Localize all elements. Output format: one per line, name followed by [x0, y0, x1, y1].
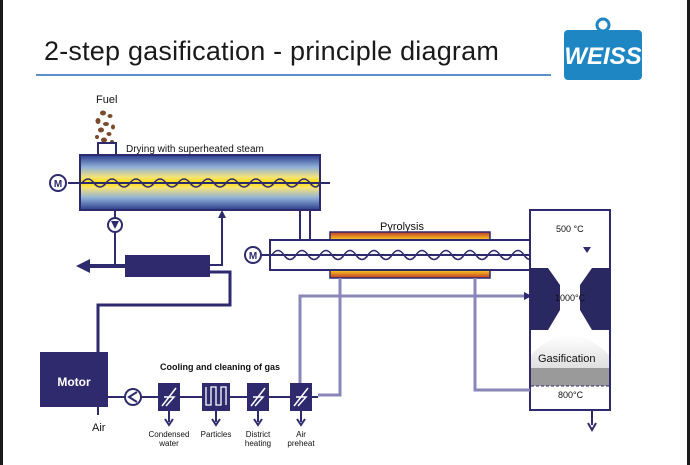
temp-1000: 1000°C	[555, 293, 586, 303]
condensed-water-label-2: water	[158, 439, 179, 448]
gas-lines	[298, 278, 530, 397]
page-title: 2-step gasification - principle diagram	[44, 36, 500, 66]
air-preheat-exchanger	[290, 383, 312, 427]
district-heating-exchanger	[247, 383, 269, 427]
district-heating-label-1: District	[246, 430, 271, 439]
steam-out-arrow	[76, 259, 90, 273]
pyrolysis-motor: M	[244, 246, 262, 264]
cooling-label: Cooling and cleaning of gas	[160, 362, 280, 372]
svg-text:M: M	[54, 179, 62, 190]
drying-motor: M	[49, 174, 67, 192]
cooler-condensed	[158, 383, 180, 427]
temp-500: 500 °C	[556, 224, 584, 234]
air-inject-arrow	[524, 292, 532, 300]
particle-filter	[202, 383, 230, 427]
down-arrow	[583, 247, 591, 253]
right-border	[687, 0, 690, 465]
svg-text:Motor: Motor	[57, 375, 91, 389]
temp-800: 800°C	[558, 390, 584, 400]
condensed-water-label-1: Condensed	[149, 430, 190, 439]
air-label: Air	[92, 422, 106, 434]
fuel-label: Fuel	[96, 94, 117, 106]
drying-screw	[81, 178, 321, 188]
particles-label: Particles	[201, 430, 232, 439]
air-preheat-label-2: preheat	[287, 439, 315, 448]
district-heating-label-2: heating	[245, 439, 271, 448]
motor-box	[40, 352, 108, 407]
drying-label: Drying with superheated steam	[126, 144, 264, 155]
pyrolysis-screw	[271, 249, 537, 261]
pyrolysis-label: Pyrolysis	[380, 221, 425, 233]
svg-text:M: M	[249, 251, 257, 262]
fuel-particles	[95, 110, 115, 144]
title-underline	[36, 74, 551, 76]
left-border	[0, 0, 3, 465]
air-preheat-label-1: Air	[296, 430, 306, 439]
gasifier	[529, 209, 611, 433]
heat-exchanger	[125, 255, 210, 277]
svg-text:WEISS: WEISS	[564, 43, 641, 70]
gasification-label: Gasification	[538, 353, 595, 365]
weiss-logo: WEISS	[564, 17, 642, 80]
fuel-hopper	[97, 142, 117, 156]
